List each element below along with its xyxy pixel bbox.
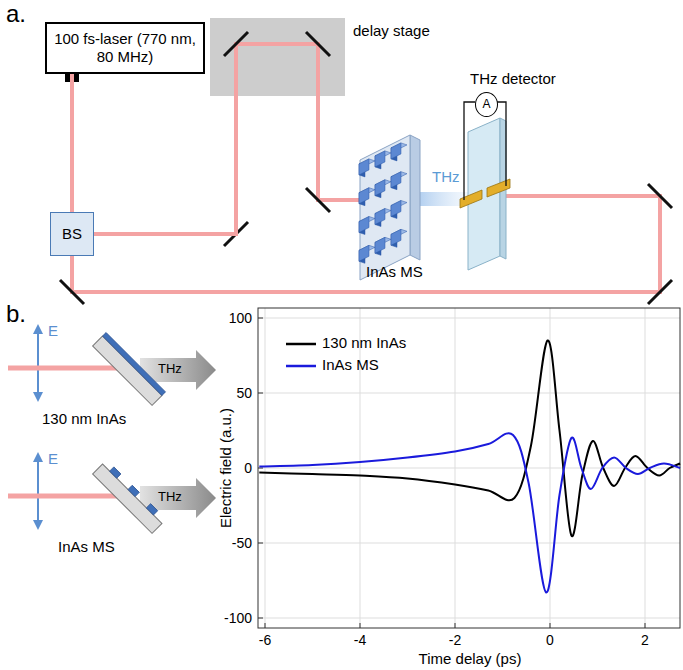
node-text: BS <box>62 225 82 243</box>
legend-sample <box>286 343 316 346</box>
laser-beams <box>72 44 660 292</box>
cube-front <box>359 159 369 175</box>
tick-mark <box>258 543 263 544</box>
sample-label: 130 nm InAs <box>42 410 126 427</box>
tick-label: 100 <box>229 310 252 326</box>
cube-front <box>375 151 385 167</box>
grid-line <box>258 468 680 469</box>
tick-mark <box>258 318 263 319</box>
chart-grid <box>258 308 680 628</box>
cube-front <box>391 201 401 217</box>
tick-label: -6 <box>259 632 271 648</box>
axis-title: Time delay (ps) <box>419 650 522 667</box>
tick-label: -100 <box>224 610 252 626</box>
tick-mark <box>645 623 646 628</box>
delay-stage-body <box>210 18 345 96</box>
grid-line <box>258 393 680 394</box>
thz-label: THz <box>158 362 182 377</box>
chart-frame <box>258 308 680 628</box>
cube-front <box>391 229 401 245</box>
laser-beam <box>70 74 74 212</box>
tick-mark <box>455 623 456 628</box>
legend-sample <box>286 365 316 368</box>
cube-front <box>359 245 369 261</box>
panel-label: a. <box>6 0 26 28</box>
cube-front <box>391 143 401 159</box>
tick-label: 0 <box>244 460 252 476</box>
cube-front <box>375 237 385 253</box>
cube-front <box>375 180 385 196</box>
node-text: A <box>482 97 490 111</box>
beam-splitter: BS <box>50 212 94 256</box>
cube-front <box>359 217 369 233</box>
tick-label: 2 <box>641 632 649 648</box>
film-trace <box>259 340 680 536</box>
chart-ticks <box>258 318 645 628</box>
ammeter-circle: A <box>475 92 498 117</box>
field-label: E <box>48 322 58 339</box>
legend-text: InAs MS <box>322 356 379 373</box>
metasurface-sample <box>93 460 167 534</box>
metasurface <box>359 135 420 280</box>
tick-mark <box>550 623 551 628</box>
field-label: E <box>48 450 58 467</box>
cube-front <box>375 209 385 225</box>
tick-mark <box>258 393 263 394</box>
tick-mark <box>265 623 266 628</box>
cube-front <box>359 188 369 204</box>
tick-label: 50 <box>236 385 252 401</box>
part-label: InAs MS <box>366 263 423 280</box>
laser-box: 100 fs-laser (770 nm, 80 MHz) <box>45 22 205 74</box>
axis-title: Electric field (a.u.) <box>217 408 234 528</box>
tick-label: -50 <box>232 535 252 551</box>
node-text: delay stage <box>353 22 430 40</box>
sample-label: InAs MS <box>58 538 115 555</box>
tick-label: -2 <box>449 632 461 648</box>
laser-beam <box>94 96 236 234</box>
grid-line <box>258 543 680 544</box>
grid-line <box>258 618 680 619</box>
cube-front <box>391 172 401 188</box>
thz-arrows <box>140 350 216 518</box>
antenna-left <box>460 190 482 208</box>
legend-lines <box>286 344 316 366</box>
metasurface-trace <box>259 433 680 592</box>
grid-line <box>258 318 680 319</box>
thz-label: THz <box>432 168 460 185</box>
polarization-arrows <box>33 324 43 530</box>
tick-label: 0 <box>546 632 554 648</box>
tick-mark <box>258 618 263 619</box>
thz-label: THz <box>158 490 182 505</box>
panel-label: b. <box>6 300 26 328</box>
part-label: THz detector <box>470 70 556 87</box>
delay-stage: delay stage <box>210 18 345 96</box>
legend-text: 130 nm InAs <box>322 334 406 351</box>
tick-mark <box>360 623 361 628</box>
node-text: 100 fs-laser (770 nm, 80 MHz) <box>53 30 197 66</box>
film-sample <box>93 333 166 406</box>
tick-label: -4 <box>354 632 366 648</box>
tick-mark <box>258 468 263 469</box>
